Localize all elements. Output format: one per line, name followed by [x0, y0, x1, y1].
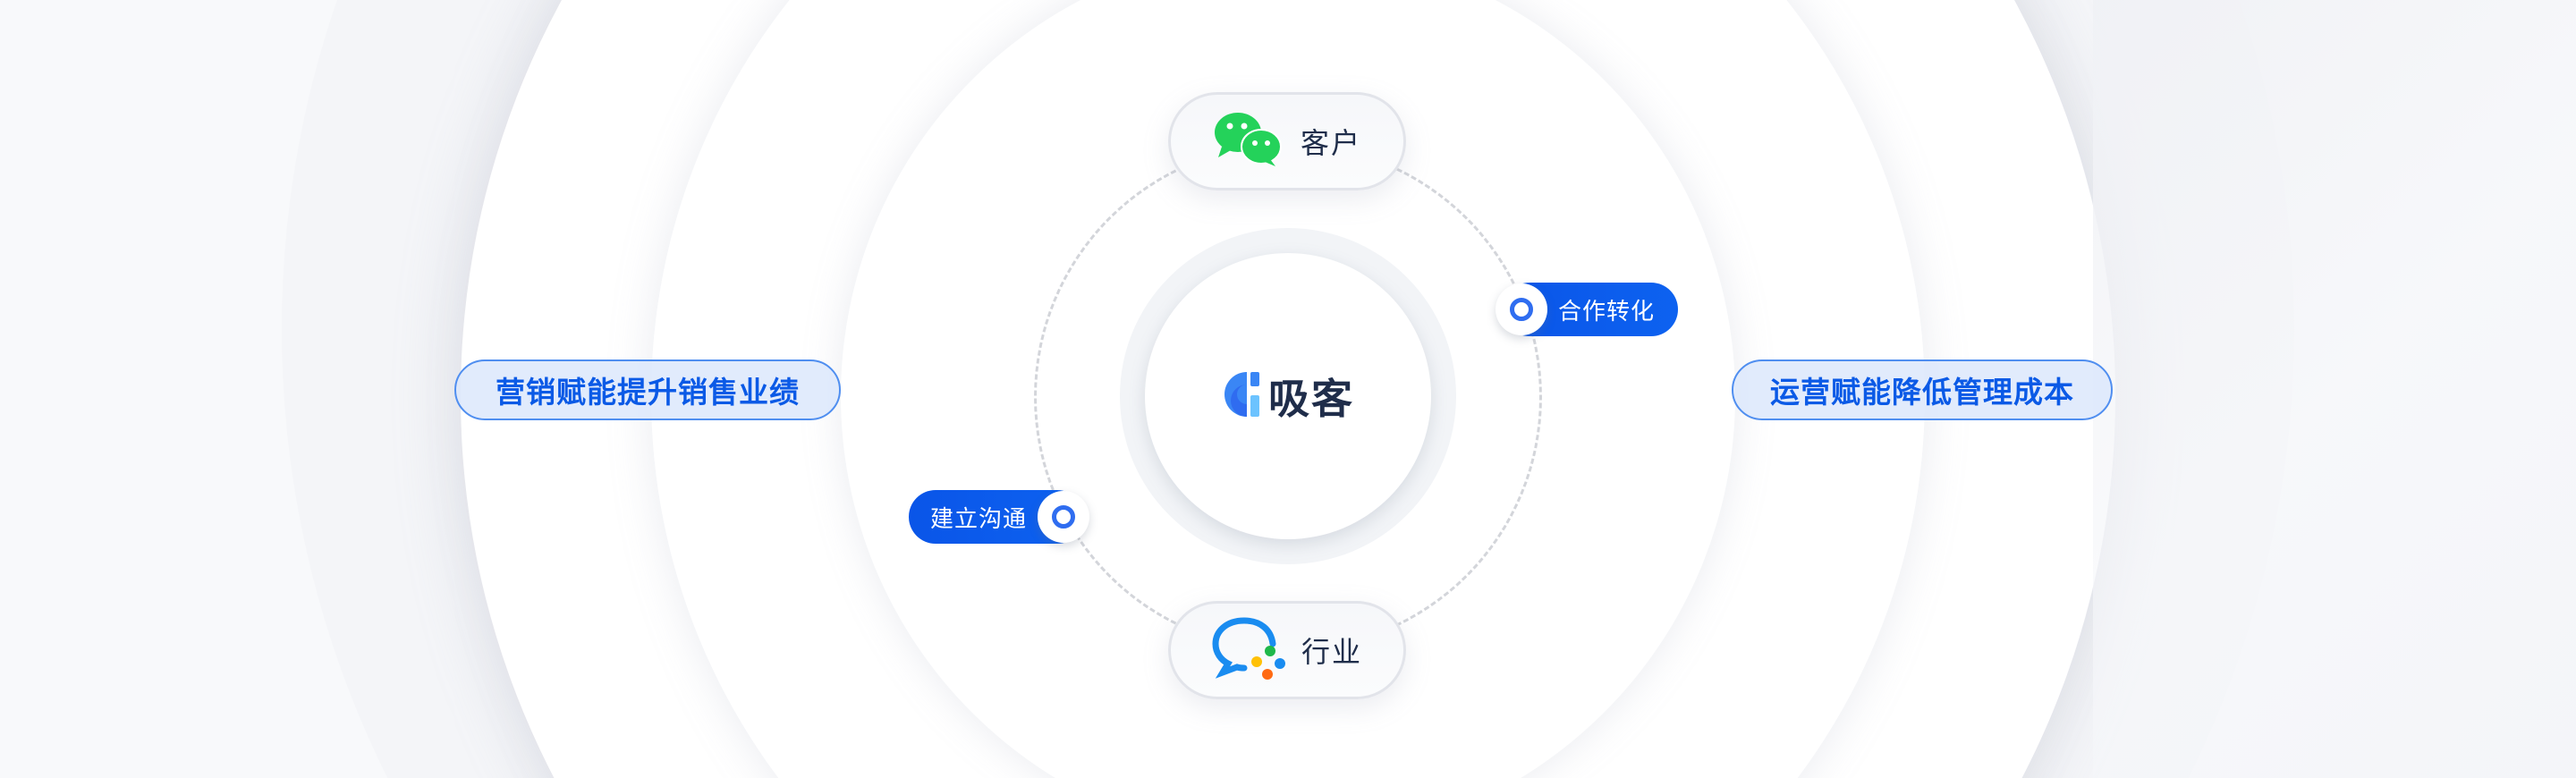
tag-knob-left [1038, 491, 1089, 543]
center-logo: 吸客 [1145, 253, 1431, 539]
node-label: 行业 [1301, 635, 1362, 669]
brand-title: 吸客 [1268, 375, 1354, 423]
pill-operation-empowerment: 运营赋能降低管理成本 [1732, 359, 2113, 420]
wecom-icon [1212, 617, 1285, 683]
wechat-icon [1213, 111, 1284, 172]
ring-dot-icon [1052, 505, 1075, 529]
pill-label: 营销赋能提升销售业绩 [496, 375, 800, 410]
node-label: 客户 [1300, 126, 1361, 160]
xike-c-logo-icon [1222, 372, 1261, 420]
pill-label: 运营赋能降低管理成本 [1770, 375, 2074, 410]
tag-label: 合作转化 [1558, 298, 1656, 326]
tag-label: 建立沟通 [930, 505, 1028, 533]
ring-dot-icon [1510, 298, 1533, 321]
node-customer[interactable]: 客户 [1168, 92, 1406, 190]
node-industry[interactable]: 行业 [1168, 601, 1406, 699]
pill-marketing-empowerment: 营销赋能提升销售业绩 [454, 359, 841, 420]
tag-knob-right [1496, 283, 1547, 335]
